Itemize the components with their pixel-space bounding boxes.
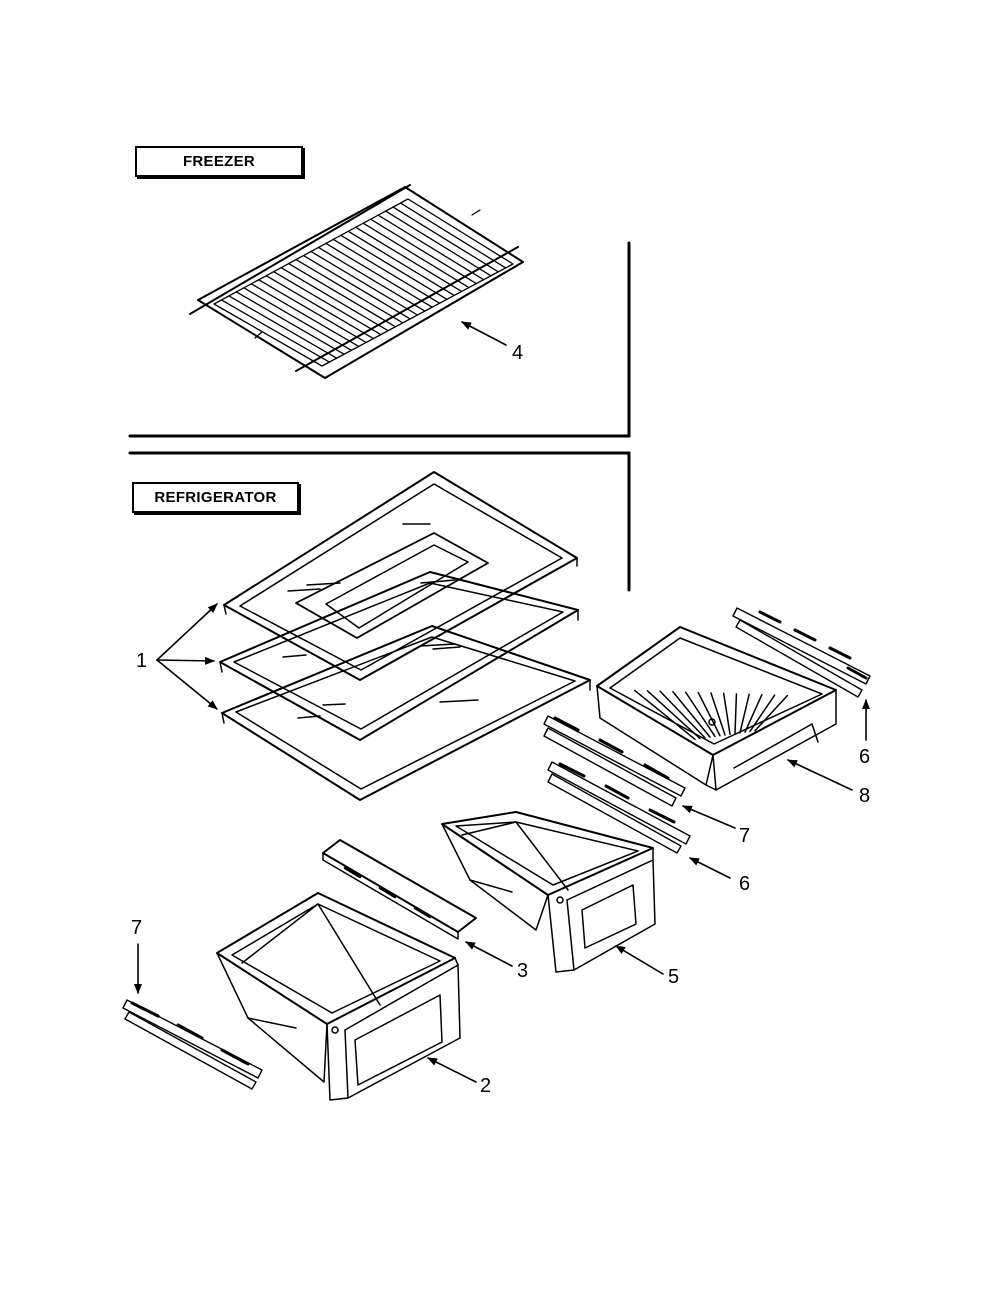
glass-shelf-middle — [219, 571, 579, 741]
pan-rib — [739, 693, 750, 734]
pan-rib — [734, 693, 738, 735]
callout-5: 5 — [668, 966, 680, 988]
pan-rib — [672, 690, 711, 738]
pan-rib — [722, 692, 731, 736]
refrigerator-section-label: REFRIGERATOR — [132, 482, 299, 513]
leader-arrows — [134, 321, 870, 1083]
crisper-drawer-right — [441, 811, 656, 973]
shelf-wire — [287, 262, 397, 328]
crisper-cover — [322, 839, 477, 940]
shelf-wire — [273, 271, 382, 336]
callout-6-right: 6 — [859, 746, 871, 768]
callout-3: 3 — [517, 960, 529, 982]
shelf-leaders — [156, 603, 218, 710]
pan-rib — [697, 691, 721, 737]
shelf-wire — [362, 222, 470, 289]
shelf-wire — [295, 258, 404, 324]
pan-rib — [684, 691, 716, 738]
shelf-wire — [235, 291, 345, 355]
shelf-wire — [384, 210, 492, 277]
callout-8: 8 — [859, 785, 871, 807]
shelf-wire — [250, 283, 360, 348]
center-slide-rail-upper — [543, 715, 686, 807]
shelf-wire — [280, 267, 389, 332]
pan-rib — [754, 694, 789, 732]
shelf-wire — [399, 202, 507, 269]
shelf-wire — [392, 206, 499, 273]
shelf-wire — [220, 299, 330, 363]
section-dividers — [128, 241, 631, 592]
center-slide-rail-lower — [547, 761, 691, 854]
pan-rib — [659, 690, 706, 739]
shelf-wire — [340, 234, 448, 300]
pan-rib — [646, 690, 701, 740]
shelf-wire — [377, 214, 485, 281]
shelf-wire — [355, 226, 463, 293]
shelf-wire — [243, 287, 353, 351]
upper-right-slide-rail — [732, 607, 871, 698]
callout-1: 1 — [136, 650, 148, 672]
pan-rib — [744, 693, 763, 733]
shelf-wire — [332, 238, 441, 304]
freezer-section-label: FREEZER — [135, 146, 303, 177]
shelf-wire — [310, 250, 419, 316]
shelf-wire — [228, 295, 338, 359]
crisper-drawer-left — [216, 892, 461, 1101]
shelf-wire — [347, 230, 455, 297]
shelf-wire — [370, 218, 477, 285]
callout-4: 4 — [512, 342, 524, 364]
freezer-wire-shelf — [189, 184, 524, 379]
meat-pan — [596, 626, 837, 791]
callout-2: 2 — [480, 1075, 492, 1097]
pan-rib — [749, 694, 776, 733]
shelf-wire — [325, 242, 433, 308]
lower-left-slide-rail — [122, 999, 263, 1090]
callout-6-center: 6 — [739, 873, 751, 895]
glass-shelf-bottom — [221, 625, 591, 801]
callout-7-left: 7 — [131, 917, 143, 939]
pan-rib — [710, 692, 726, 736]
callout-7-center: 7 — [739, 825, 751, 847]
shelf-wire — [317, 246, 426, 312]
shelf-wire — [258, 279, 367, 344]
shelf-wire — [265, 275, 375, 340]
pan-rib — [633, 689, 696, 741]
shelf-wire — [302, 254, 411, 320]
glass-shelf-top — [223, 471, 578, 681]
